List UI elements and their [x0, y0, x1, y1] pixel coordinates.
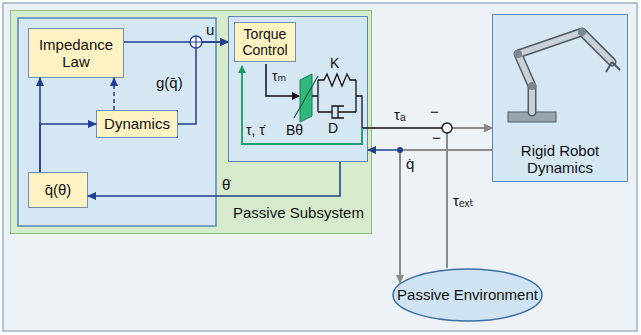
junction-dot	[397, 147, 403, 153]
spring-symbol	[318, 74, 356, 86]
robot-joint	[528, 82, 536, 90]
symbol-label: −	[432, 130, 441, 146]
symbol-label: −	[430, 104, 439, 120]
signal-label: τₐ	[394, 106, 406, 124]
symbol-label: τ, τ̇	[246, 122, 265, 138]
connector	[113, 78, 115, 110]
damper-symbol	[318, 106, 356, 118]
motor-torque-line	[266, 64, 299, 96]
summing-junction	[190, 36, 202, 48]
signal-label: g(q̄)	[156, 74, 183, 92]
process-box: Impedance Law	[28, 28, 124, 78]
wire	[312, 80, 318, 112]
frame-rect	[3, 3, 637, 331]
connector	[124, 41, 228, 43]
node-text: Dynamics	[100, 115, 174, 132]
summing-cross	[190, 36, 202, 48]
connector	[368, 127, 492, 129]
symbol-label: Bθ	[286, 122, 303, 138]
controller-box	[18, 18, 216, 226]
signal-label: q̇	[406, 155, 414, 173]
node-text: q̄(θ)	[41, 181, 76, 198]
connector	[178, 42, 228, 124]
symbol-label: D	[328, 120, 338, 136]
signal-label: θ̇	[222, 176, 230, 194]
symbol-label: τₘ	[272, 68, 286, 84]
symbol-label: K	[330, 55, 339, 71]
process-box: Dynamics	[96, 110, 178, 138]
connector	[39, 78, 41, 172]
connector	[400, 150, 492, 283]
robot-links	[518, 32, 612, 112]
node-text: Impedance Law	[29, 36, 123, 71]
node-text: Passive Subsystem	[233, 204, 364, 221]
robot-joint	[578, 28, 586, 36]
variable-arrow	[294, 76, 318, 118]
subsystem-region: Passive Subsystem Impedance LawDynamics q̄…	[10, 10, 372, 234]
signal-label: u	[206, 21, 214, 39]
connector	[447, 128, 492, 268]
robot-joint	[514, 50, 522, 58]
connector	[368, 149, 492, 151]
ellipse-shape	[393, 269, 542, 321]
wire	[356, 80, 368, 128]
node-text: Torque Control	[234, 22, 296, 62]
signal-label: τₑₓₜ	[453, 192, 474, 210]
torque-feedback-line	[242, 66, 362, 144]
connector	[88, 162, 340, 196]
connector	[40, 124, 96, 172]
node-text: Passive Environment	[393, 286, 542, 303]
robot-block: Rigid Robot Dynamics	[492, 14, 628, 182]
node-text: Rigid Robot Dynamics	[497, 142, 623, 177]
torque-block: Torque Control	[228, 16, 368, 162]
environment-ellipse: Passive Environment	[392, 268, 543, 322]
process-box: q̄(θ)	[28, 172, 88, 208]
robot-links-outline	[518, 32, 612, 112]
summing-junction	[442, 123, 452, 133]
robot-gripper	[606, 62, 620, 72]
